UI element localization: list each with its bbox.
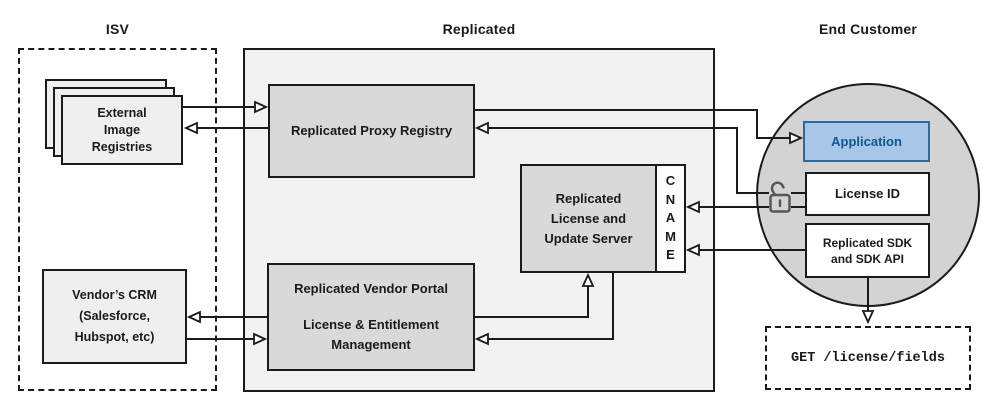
- arrowhead-into-get-box: [861, 310, 875, 325]
- sdk-label-line2: and SDK API: [831, 251, 904, 266]
- replicated-vendor-portal-node: Replicated Vendor Portal License & Entit…: [267, 263, 475, 371]
- cname-letter-e: E: [666, 247, 675, 263]
- arrowhead-into-crm: [186, 310, 201, 324]
- get-endpoint-label: GET /license/fields: [791, 350, 945, 366]
- arrowhead-into-proxy-right: [474, 121, 489, 135]
- crm-label-line3: Hubspot, etc): [74, 330, 155, 344]
- sdk-label-line1: Replicated SDK: [822, 235, 913, 250]
- cname-strip: C N A M E: [655, 164, 686, 273]
- replicated-section-title: Replicated: [442, 21, 516, 37]
- crm-label-line2: (Salesforce,: [79, 309, 150, 323]
- license-server-line3: Update Server: [544, 230, 633, 246]
- arrowhead-into-registries: [183, 121, 198, 135]
- get-license-fields-endpoint: GET /license/fields: [765, 326, 971, 390]
- cname-letter-n: N: [665, 191, 676, 207]
- vendor-portal-subtitle1: License & Entitlement: [303, 317, 439, 332]
- isv-section-title: ISV: [105, 21, 130, 37]
- isv-dashed-boundary: [18, 48, 217, 391]
- arrowhead-into-proxy-left: [254, 100, 269, 114]
- license-server-line1: Replicated: [555, 190, 622, 206]
- cname-letter-a: A: [665, 210, 676, 226]
- license-update-server-node: Replicated License and Update Server: [520, 164, 657, 273]
- portal-to-server-line: [475, 286, 589, 318]
- arrowhead-into-server-bottom: [581, 272, 595, 287]
- server-to-portal-line: [488, 273, 614, 340]
- external-image-registries-node: External Image Registries: [61, 95, 183, 165]
- arrowhead-into-portal-right: [474, 332, 489, 346]
- vendors-crm-node: Vendor’s CRM (Salesforce, Hubspot, etc): [42, 269, 187, 364]
- proxy-registry-label: Replicated Proxy Registry: [290, 123, 453, 138]
- licenseid-to-proxy-line: [488, 127, 805, 194]
- arrowhead-into-portal-left: [253, 332, 268, 346]
- replicated-proxy-registry-node: Replicated Proxy Registry: [268, 84, 475, 178]
- license-id-node: License ID: [805, 172, 930, 216]
- vendor-portal-title: Replicated Vendor Portal: [294, 281, 448, 296]
- replicated-sdk-node: Replicated SDK and SDK API: [805, 223, 930, 278]
- end-customer-section-title: End Customer: [818, 21, 918, 37]
- registries-label-line2: Image: [103, 122, 141, 137]
- registries-label-line3: Registries: [91, 139, 153, 154]
- application-label: Application: [831, 133, 902, 149]
- application-node: Application: [803, 121, 930, 162]
- crm-label-line1: Vendor’s CRM: [72, 288, 157, 302]
- license-id-label: License ID: [834, 186, 901, 201]
- arrowhead-into-cname-lower: [685, 243, 700, 257]
- proxy-to-application-line: [475, 109, 790, 139]
- arrowhead-into-cname-upper: [685, 200, 700, 214]
- license-server-line2: License and: [550, 210, 627, 226]
- vendor-portal-subtitle2: Management: [331, 337, 411, 352]
- registries-label-line1: External: [97, 105, 147, 120]
- cname-letter-m: M: [665, 228, 676, 244]
- arrowhead-into-application: [789, 131, 804, 145]
- unlocked-padlock-icon: [769, 181, 791, 213]
- cname-letter-c: C: [665, 173, 676, 189]
